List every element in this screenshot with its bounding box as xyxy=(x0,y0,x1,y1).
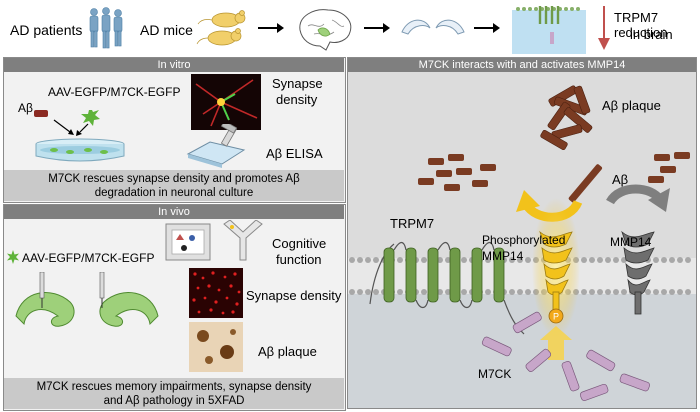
plaque-staining-image xyxy=(189,322,243,372)
in-vivo-vector-icon xyxy=(7,250,19,264)
abeta-monomers-left xyxy=(418,154,496,191)
mech-trpm7-label: TRPM7 xyxy=(390,216,434,231)
ad-patients-label: AD patients xyxy=(10,22,83,38)
mech-phospho-label-1: Phosphorylated xyxy=(482,233,565,247)
in-vitro-header: In vitro xyxy=(4,58,344,72)
arrow-right-icon xyxy=(258,23,284,33)
in-vivo-synapse-label: Synapse density xyxy=(246,288,342,303)
in-vitro-caption-line-1: M7CK rescues synapse density and promote… xyxy=(48,173,300,185)
trpm7-channel xyxy=(369,241,525,335)
phospho-p-label: P xyxy=(553,312,559,322)
mech-mmp14-label: MMP14 xyxy=(610,235,652,249)
mechanism-header: M7CK interacts with and activates MMP14 xyxy=(348,58,696,72)
elisa-plate-icon xyxy=(186,124,246,168)
gray-arrow-head xyxy=(648,188,670,212)
cell-membrane-icon xyxy=(512,6,586,54)
in-vitro-caption: M7CK rescues synapse density and promote… xyxy=(4,170,344,201)
abeta-monomers-right xyxy=(648,152,690,183)
in-vivo-header: In vivo xyxy=(4,205,344,219)
phospho-badge xyxy=(548,308,564,324)
top-row: AD patients AD mice xyxy=(0,0,700,56)
reduction-arrow-icon xyxy=(598,6,610,50)
synapse-staining-image xyxy=(189,268,243,318)
in-vivo-caption: M7CK rescues memory impairments, synapse… xyxy=(4,378,344,409)
cognitive-label-2: function xyxy=(276,252,322,267)
hippocampus-icon xyxy=(401,19,465,35)
in-vitro-abeta-label: Aβ xyxy=(18,101,33,115)
mech-phospho-label-2: MMP14 xyxy=(482,249,524,263)
in-vitro-caption-line-2: degradation in neuronal culture xyxy=(94,187,254,199)
neuron-micrograph xyxy=(191,74,261,130)
in-vitro-schematic xyxy=(34,110,125,162)
mmp14 xyxy=(621,230,655,315)
in-vitro-synapse-label-1: Synapse xyxy=(272,76,323,91)
in-vivo-caption-line-1: M7CK rescues memory impairments, synapse… xyxy=(36,381,312,393)
people-icon xyxy=(89,7,123,49)
in-vivo-caption-line-2: and Aβ pathology in 5XFAD xyxy=(103,395,245,407)
trpm7-reduction-label: TRPM7 reduction xyxy=(614,10,668,40)
abeta-plaque-cluster xyxy=(540,85,593,151)
y-maze-icon xyxy=(223,220,263,261)
in-vitro-synapse-label-2: density xyxy=(276,92,318,107)
behavior-arena-icon xyxy=(165,223,211,261)
elisa-label: Aβ ELISA xyxy=(266,146,323,161)
ad-mice-label: AD mice xyxy=(140,22,193,38)
in-brain-label: in brain xyxy=(630,27,673,42)
hippocampus-injection-icon xyxy=(15,272,159,327)
mice-icon xyxy=(196,10,246,46)
mech-m7ck-label: M7CK xyxy=(478,367,511,381)
cognitive-label-1: Cognitive xyxy=(272,236,327,251)
in-vitro-vector-label: AAV-EGFP/M7CK-EGFP xyxy=(48,85,181,99)
gold-arrow-head xyxy=(516,190,540,212)
in-vivo-plaque-label: Aβ plaque xyxy=(258,344,317,359)
mech-abeta-label: Aβ xyxy=(612,172,628,187)
mechanism-diagram: P Aβ plaque Aβ TRPM7 Phosphorylated MMP1… xyxy=(348,85,696,408)
arrow-right-icon-3 xyxy=(474,23,500,33)
arrow-right-icon-2 xyxy=(364,23,390,33)
abeta-single xyxy=(568,164,603,203)
brain-icon xyxy=(299,9,352,51)
m7ck-fragments xyxy=(481,311,650,401)
mech-plaque-label: Aβ plaque xyxy=(602,98,661,113)
in-vivo-vector-label: AAV-EGFP/M7CK-EGFP xyxy=(22,251,155,265)
